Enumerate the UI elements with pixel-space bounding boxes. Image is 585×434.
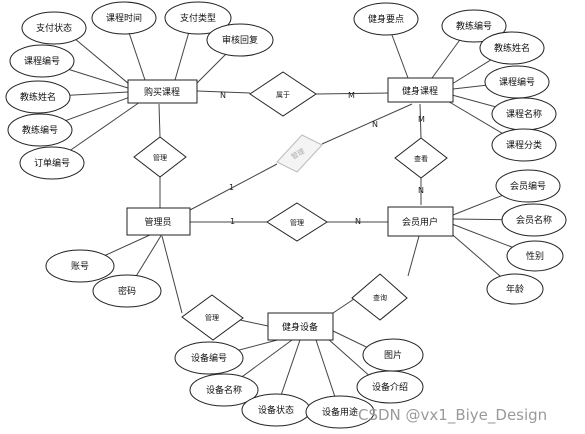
attribute-coach-number[interactable]: 教练编号 xyxy=(7,113,73,147)
attribute-label: 密码 xyxy=(118,285,136,297)
entity-label: 健身课程 xyxy=(402,85,438,97)
cardinality-label: 1 xyxy=(229,183,234,192)
attribute-member-number[interactable]: 会员编号 xyxy=(495,169,561,203)
attribute-pay-status[interactable]: 支付状态 xyxy=(21,11,87,45)
relationship-manage-member[interactable]: 管理 xyxy=(266,202,328,242)
attribute-label: 会员编号 xyxy=(510,180,546,192)
attribute-pay-type[interactable]: 支付类型 xyxy=(164,1,232,35)
cardinality-label: N xyxy=(372,120,378,129)
attribute-password[interactable]: 密码 xyxy=(92,274,162,308)
relationship-view[interactable]: 查看 xyxy=(394,137,448,179)
relationship-query[interactable]: 查询 xyxy=(351,273,408,321)
watermark: CSDN @vx1_Biye_Design xyxy=(358,406,547,425)
attribute-label: 图片 xyxy=(384,349,402,361)
attribute-equipment-use[interactable]: 设备用途 xyxy=(305,395,375,429)
attribute-label: 课程编号 xyxy=(24,55,60,67)
attribute-gender[interactable]: 性别 xyxy=(506,240,564,272)
attribute-label: 教练编号 xyxy=(456,20,492,32)
relationship-label: 查看 xyxy=(414,154,428,163)
attribute-equipment-status[interactable]: 设备状态 xyxy=(241,393,311,427)
attribute-label: 课程时间 xyxy=(106,12,142,24)
attribute-label: 设备用途 xyxy=(322,406,358,418)
entity-label: 管理员 xyxy=(144,216,171,228)
attribute-member-name[interactable]: 会员名称 xyxy=(501,203,567,237)
relationship-label: 管理 xyxy=(205,313,219,322)
attribute-course-time[interactable]: 课程时间 xyxy=(91,1,157,35)
attribute-picture[interactable]: 图片 xyxy=(362,338,424,372)
cardinality-labels: N M N 1 M N 1 N xyxy=(220,91,425,226)
entity-admin[interactable]: 管理员 xyxy=(126,207,191,236)
cardinality-label: N xyxy=(418,186,424,195)
attribute-coach-name[interactable]: 教练姓名 xyxy=(479,31,545,65)
relationship-label: 属于 xyxy=(276,91,290,99)
attribute-course-number[interactable]: 课程编号 xyxy=(9,44,75,78)
entity-fitness-course[interactable]: 健身课程 xyxy=(387,77,454,103)
attribute-label: 账号 xyxy=(71,261,89,272)
attribute-coach-number[interactable]: 教练编号 xyxy=(441,9,507,43)
relationship-label: 查询 xyxy=(373,293,387,302)
attribute-label: 设备状态 xyxy=(258,404,294,416)
relationship-manage-equipment[interactable]: 管理 xyxy=(181,294,244,341)
attribute-label: 年龄 xyxy=(506,283,524,295)
attribute-age[interactable]: 年龄 xyxy=(486,273,544,305)
cardinality-label: M xyxy=(418,115,425,124)
attribute-course-name[interactable]: 课程名称 xyxy=(491,97,557,131)
cardinality-label: N xyxy=(355,217,361,226)
attribute-account[interactable]: 账号 xyxy=(45,249,115,283)
relationship-manage-purchase[interactable]: 管理 xyxy=(133,136,187,178)
attribute-label: 会员名称 xyxy=(516,214,552,226)
attribute-label: 订单编号 xyxy=(34,157,70,169)
entity-equipment[interactable]: 健身设备 xyxy=(267,312,334,341)
attribute-label: 课程名称 xyxy=(506,108,542,120)
relationship-belong[interactable]: 属于 xyxy=(249,71,317,117)
attribute-label: 教练姓名 xyxy=(494,42,530,54)
attribute-coach-name[interactable]: 教练姓名 xyxy=(5,80,71,114)
attribute-course-category[interactable]: 课程分类 xyxy=(491,128,557,162)
attribute-label: 课程分类 xyxy=(506,139,542,151)
relationship-label: 管理 xyxy=(290,218,304,227)
attribute-label: 支付状态 xyxy=(36,22,72,34)
cardinality-label: N xyxy=(220,91,226,100)
attribute-label: 课程编号 xyxy=(499,76,535,88)
attribute-label: 健身要点 xyxy=(368,13,404,25)
attribute-key-points[interactable]: 健身要点 xyxy=(353,2,419,36)
cardinality-label: M xyxy=(348,91,355,100)
attribute-label: 支付类型 xyxy=(180,12,216,24)
attribute-label: 教练姓名 xyxy=(20,91,56,103)
attribute-label: 设备介绍 xyxy=(372,381,408,393)
relationship-label: 管理 xyxy=(153,153,167,162)
entity-label: 购买课程 xyxy=(144,86,180,98)
attribute-course-number[interactable]: 课程编号 xyxy=(484,65,550,99)
attribute-label: 设备编号 xyxy=(191,352,227,364)
attribute-label: 教练编号 xyxy=(22,124,58,136)
attribute-review-reply[interactable]: 审核回复 xyxy=(206,23,274,57)
entity-label: 健身设备 xyxy=(282,321,318,333)
cardinality-label: 1 xyxy=(230,217,235,226)
entity-purchase-course[interactable]: 购买课程 xyxy=(127,79,198,104)
attribute-equipment-name[interactable]: 设备名称 xyxy=(189,373,259,407)
relationship-manage-course[interactable]: 管理 xyxy=(276,134,323,173)
attribute-label: 设备名称 xyxy=(206,384,242,396)
entity-label: 会员用户 xyxy=(402,216,438,228)
attribute-label: 性别 xyxy=(526,250,544,262)
entity-member[interactable]: 会员用户 xyxy=(387,206,454,237)
attribute-label: 审核回复 xyxy=(222,34,258,46)
attribute-equipment-intro[interactable]: 设备介绍 xyxy=(356,370,424,404)
attribute-equipment-number[interactable]: 设备编号 xyxy=(174,341,244,375)
attribute-order-number[interactable]: 订单编号 xyxy=(19,146,85,180)
